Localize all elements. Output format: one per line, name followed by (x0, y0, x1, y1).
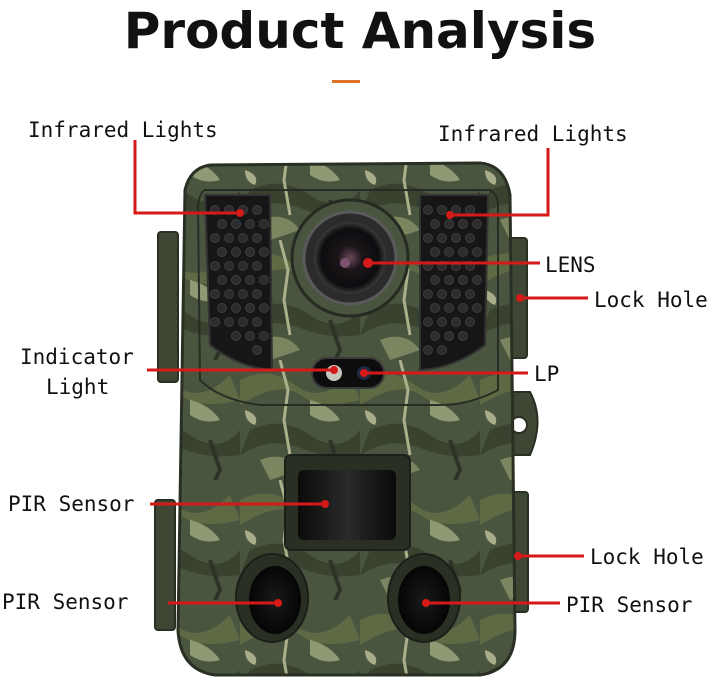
ir-led-icon (252, 345, 262, 355)
ir-led-icon (423, 205, 433, 215)
ir-led-icon (231, 247, 241, 257)
ir-led-icon (245, 275, 255, 285)
ir-led-icon (472, 219, 482, 229)
ir-led-icon (224, 317, 234, 327)
ir-led-icon (210, 289, 220, 299)
leader-infrared-left (133, 140, 240, 215)
ir-led-icon (217, 303, 227, 313)
ir-led-icon (458, 219, 468, 229)
label-lens: LENS (545, 253, 596, 277)
callout-dots (236, 209, 524, 607)
ir-led-icon (224, 233, 234, 243)
ir-led-icon (437, 345, 447, 355)
ir-led-icon (423, 233, 433, 243)
ir-led-icon (252, 317, 262, 327)
label-indicator-line2: Light (46, 375, 110, 399)
label-pir-left: PIR Sensor (2, 590, 129, 614)
ir-led-icon (437, 289, 447, 299)
ir-led-icon (245, 331, 255, 341)
ir-led-icon (224, 289, 234, 299)
lens-icon (314, 222, 386, 294)
ir-led-icon (458, 331, 468, 341)
ir-led-icon (210, 317, 220, 327)
ir-led-icon (472, 303, 482, 313)
ir-led-icon (444, 219, 454, 229)
ir-led-icon (437, 233, 447, 243)
ir-led-icon (252, 261, 262, 271)
ir-led-icon (238, 317, 248, 327)
ir-led-icon (430, 331, 440, 341)
ir-led-icon (231, 275, 241, 285)
label-lock-hole-top: Lock Hole (594, 288, 708, 312)
ir-led-icon (451, 233, 461, 243)
label-lp: LP (534, 362, 560, 386)
ir-led-icon (259, 247, 269, 257)
ir-led-icon (231, 219, 241, 229)
page-title: Product Analysis (123, 2, 597, 60)
ir-led-icon (252, 289, 262, 299)
ir-led-icon (210, 261, 220, 271)
ir-led-icon (437, 317, 447, 327)
ir-led-icon (217, 219, 227, 229)
leader-infrared-right (450, 148, 550, 217)
ir-led-icon (245, 247, 255, 257)
label-infrared-left: Infrared Lights (28, 118, 218, 142)
ir-led-icon (210, 233, 220, 243)
ir-led-icon (437, 205, 447, 215)
ir-led-icon (252, 205, 262, 215)
title-accent-bar (332, 80, 360, 83)
ir-led-icon (259, 275, 269, 285)
ir-led-icon (245, 219, 255, 229)
ir-led-icon (217, 275, 227, 285)
ir-led-icon (465, 233, 475, 243)
ir-led-icon (444, 303, 454, 313)
ir-led-icon (252, 233, 262, 243)
ir-led-icon (423, 345, 433, 355)
ir-led-icon (458, 303, 468, 313)
ir-led-icon (465, 205, 475, 215)
pir-left-sensor-icon (249, 566, 301, 634)
ir-led-icon (238, 233, 248, 243)
label-indicator-line1: Indicator (20, 345, 134, 369)
callout-lines (133, 140, 588, 605)
ir-led-icon (472, 275, 482, 285)
left-mounting-bracket (154, 231, 179, 631)
label-lock-hole-bottom: Lock Hole (590, 545, 704, 569)
ir-led-icon (458, 247, 468, 257)
ir-led-icon (231, 303, 241, 313)
ir-led-icon (245, 303, 255, 313)
label-infrared-right: Infrared Lights (438, 122, 628, 146)
ir-led-icon (444, 247, 454, 257)
ir-led-icon (231, 331, 241, 341)
ir-led-icon (259, 303, 269, 313)
ir-led-icon (444, 275, 454, 285)
ir-led-icon (430, 219, 440, 229)
ir-led-icon (423, 289, 433, 299)
ir-led-icon (224, 261, 234, 271)
ir-led-icon (465, 289, 475, 299)
ir-led-icon (217, 247, 227, 257)
ir-led-icon (430, 303, 440, 313)
ir-led-icon (465, 317, 475, 327)
ir-led-icon (423, 317, 433, 327)
ir-led-icon (451, 317, 461, 327)
label-pir-center: PIR Sensor (8, 492, 135, 516)
ir-led-icon (472, 247, 482, 257)
ir-led-icon (451, 289, 461, 299)
ir-led-icon (458, 275, 468, 285)
pir-center-sensor-icon (298, 470, 396, 540)
ir-led-icon (238, 289, 248, 299)
label-pir-right: PIR Sensor (566, 593, 693, 617)
ir-led-icon (259, 331, 269, 341)
ir-led-icon (259, 219, 269, 229)
ir-led-icon (430, 247, 440, 257)
ir-led-icon (238, 261, 248, 271)
ir-led-icon (444, 331, 454, 341)
ir-led-icon (430, 275, 440, 285)
